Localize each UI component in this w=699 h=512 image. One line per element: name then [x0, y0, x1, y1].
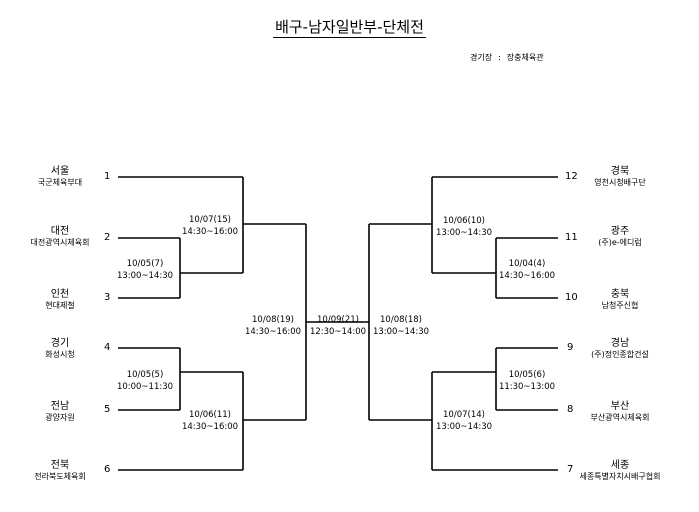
match-time: 14:30~16:00 [181, 422, 239, 432]
seed-number: 11 [565, 232, 578, 243]
seed-number: 3 [104, 292, 111, 303]
team-region: 경기 [50, 338, 70, 349]
match-date: 10/07(15) [189, 215, 231, 225]
match-date: 10/09(21) [317, 315, 359, 325]
seed-number: 9 [567, 342, 574, 353]
match-6: 10/05(6) 11:30~13:00 [487, 369, 567, 393]
team-club: 대전광역시체육회 [30, 238, 90, 247]
venue-label: 경기장 [470, 53, 493, 62]
team-club: 국군체육부대 [37, 178, 83, 187]
team-region: 전북 [50, 460, 70, 471]
team-region: 전남 [50, 401, 70, 412]
team-region: 경남 [610, 338, 630, 349]
match-4: 10/04(4) 14:30~16:00 [487, 258, 567, 282]
match-time: 11:30~13:00 [498, 382, 556, 392]
venue-name: 장충체육관 [506, 53, 544, 62]
team-club: 화성시청 [45, 350, 75, 359]
left-team-4: 경기 화성시청 [0, 338, 120, 360]
team-club: 광양자원 [45, 413, 75, 422]
team-region: 부산 [610, 401, 630, 412]
team-club: 부산광역시체육회 [590, 413, 650, 422]
match-time: 13:00~14:30 [435, 422, 493, 432]
team-club: 전라북도체육회 [34, 472, 86, 481]
match-5: 10/05(5) 10:00~11:30 [105, 369, 185, 393]
seed-number: 12 [565, 171, 578, 182]
seed-number: 4 [104, 342, 111, 353]
team-club: 현대제철 [45, 301, 75, 310]
right-team-9: 경남 (주)정인종합건설 [560, 338, 680, 360]
match-time: 14:30~16:00 [181, 227, 239, 237]
match-time: 13:00~14:30 [116, 271, 174, 281]
team-region: 세종 [610, 460, 630, 471]
match-date: 10/07(14) [443, 410, 485, 420]
seed-number: 5 [104, 404, 111, 415]
match-date: 10/08(19) [252, 315, 294, 325]
left-team-1: 서울 국군체육부대 [0, 166, 120, 188]
match-15: 10/07(15) 14:30~16:00 [170, 214, 250, 238]
match-date: 10/05(7) [126, 259, 164, 269]
match-time: 14:30~16:00 [498, 271, 556, 281]
right-team-8: 부산 부산광역시체육회 [560, 401, 680, 423]
right-team-10: 충북 남청주신협 [560, 289, 680, 311]
venue-info: 경기장: 장충체육관 [470, 52, 544, 63]
team-club: (주)정인종합건설 [591, 350, 649, 359]
match-19: 10/08(19) 14:30~16:00 [233, 314, 313, 338]
match-18: 10/08(18) 13:00~14:30 [361, 314, 441, 338]
team-club: 영천시청배구단 [594, 178, 646, 187]
right-team-7: 세종 세종특별자치시배구협회 [560, 460, 680, 482]
seed-number: 1 [104, 171, 111, 182]
match-10: 10/06(10) 13:00~14:30 [424, 215, 504, 239]
left-team-5: 전남 광양자원 [0, 401, 120, 423]
right-team-12: 경북 영천시청배구단 [560, 166, 680, 188]
team-club: 세종특별자치시배구협회 [579, 472, 661, 481]
left-team-6: 전북 전라북도체육회 [0, 460, 120, 482]
match-date: 10/05(5) [126, 370, 164, 380]
left-team-3: 인천 현대제철 [0, 289, 120, 311]
match-7: 10/05(7) 13:00~14:30 [105, 258, 185, 282]
match-date: 10/04(4) [508, 259, 546, 269]
match-date: 10/06(10) [443, 216, 485, 226]
team-club: 남청주신협 [601, 301, 639, 310]
match-11: 10/06(11) 14:30~16:00 [170, 409, 250, 433]
venue-separator: : [498, 53, 501, 62]
right-team-11: 광주 (주)e-에디럼 [560, 226, 680, 248]
team-region: 대전 [50, 226, 70, 237]
team-region: 광주 [610, 226, 630, 237]
left-team-2: 대전 대전광역시체육회 [0, 226, 120, 248]
match-time: 12:30~14:00 [309, 327, 367, 337]
team-region: 인천 [50, 289, 70, 300]
page-title: 배구-남자일반부-단체전 [273, 18, 426, 38]
match-date: 10/05(6) [508, 370, 546, 380]
seed-number: 10 [565, 292, 578, 303]
match-time: 13:00~14:30 [372, 327, 430, 337]
seed-number: 8 [567, 404, 574, 415]
seed-number: 6 [104, 464, 111, 475]
match-date: 10/06(11) [189, 410, 231, 420]
seed-number: 7 [567, 464, 574, 475]
seed-number: 2 [104, 232, 111, 243]
match-time: 10:00~11:30 [116, 382, 174, 392]
team-club: (주)e-에디럼 [598, 238, 642, 247]
match-14: 10/07(14) 13:00~14:30 [424, 409, 504, 433]
team-region: 충북 [610, 289, 630, 300]
team-region: 서울 [50, 166, 70, 177]
match-time: 14:30~16:00 [244, 327, 302, 337]
match-time: 13:00~14:30 [435, 228, 493, 238]
match-21: 10/09(21) 12:30~14:00 [298, 314, 378, 338]
team-region: 경북 [610, 166, 630, 177]
match-date: 10/08(18) [380, 315, 422, 325]
